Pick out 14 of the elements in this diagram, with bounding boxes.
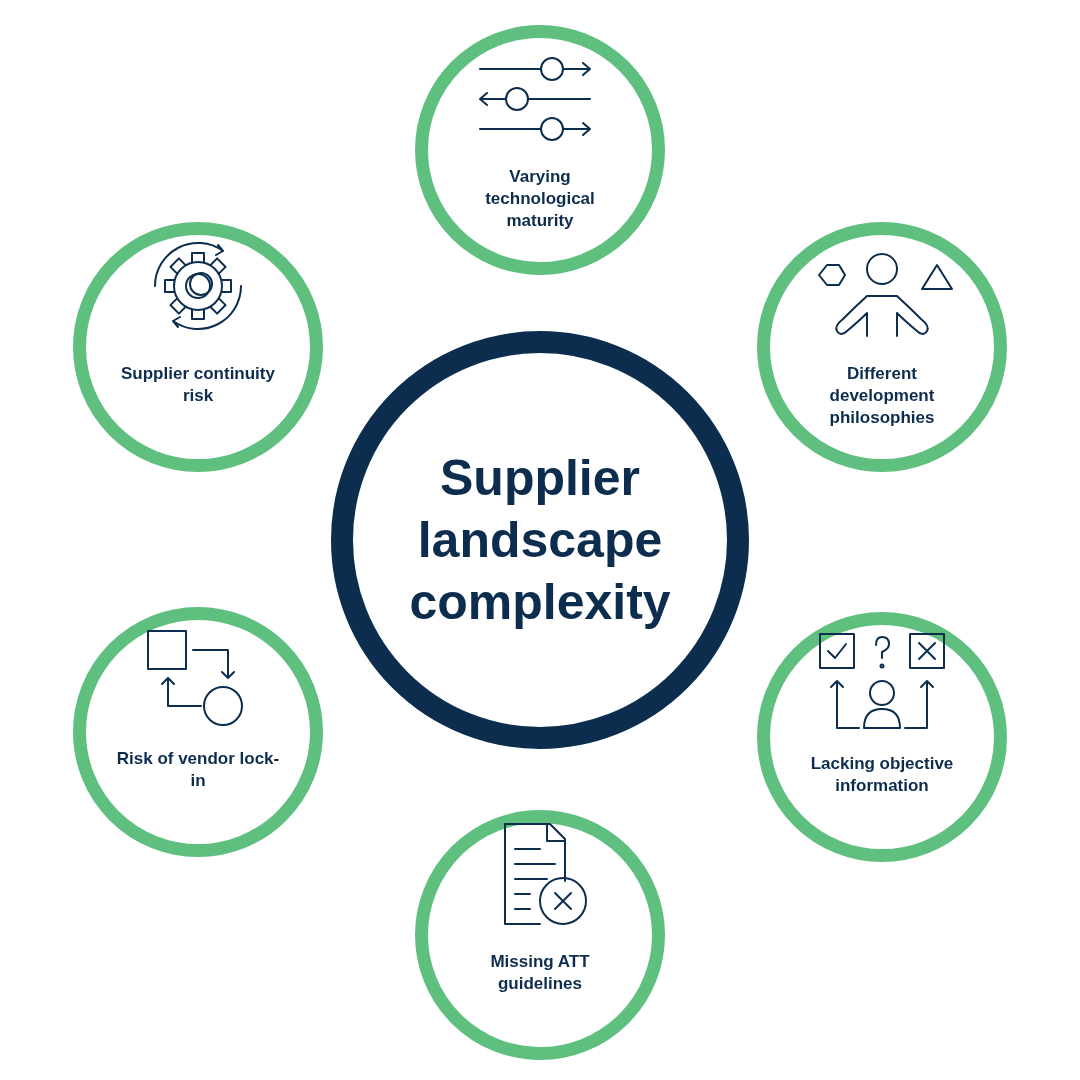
topic-circle — [415, 25, 665, 275]
topic-label: Different development philosophies — [828, 363, 936, 429]
hub-title: Supplier landscape complexity — [408, 449, 672, 632]
topic-label: Missing ATT guidelines — [489, 951, 591, 995]
topic-label: Varying technological maturity — [484, 166, 596, 232]
topic-circle — [757, 222, 1007, 472]
topic-circle — [415, 810, 665, 1060]
hub-circle — [331, 331, 749, 749]
topic-circle — [73, 222, 323, 472]
topic-label: Supplier continuity risk — [120, 363, 276, 407]
topic-circle — [757, 612, 1007, 862]
topic-label: Lacking objective information — [809, 753, 955, 797]
topic-circle — [73, 607, 323, 857]
topic-label: Risk of vendor lock-in — [115, 748, 281, 792]
